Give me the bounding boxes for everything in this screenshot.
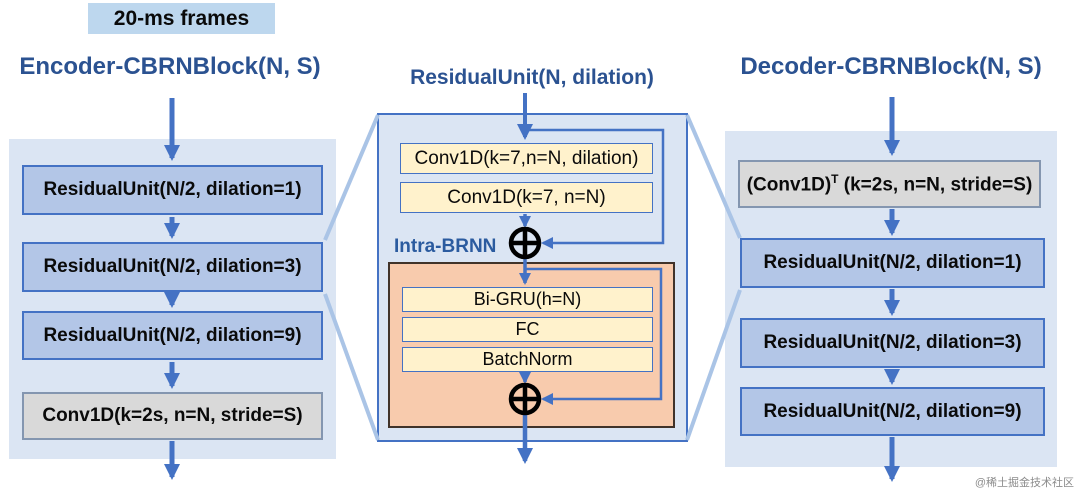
frames-label: 20-ms frames [88,3,275,34]
decoder-residualunit-3-box: ResidualUnit(N/2, dilation=3) [740,318,1045,368]
ru-conv1d-dilation-box: Conv1D(k=7,n=N, dilation) [400,143,653,174]
decoder-residualunit-9-box: ResidualUnit(N/2, dilation=9) [740,387,1045,436]
batchnorm-box: BatchNorm [402,347,653,372]
ru-conv1d-box: Conv1D(k=7, n=N) [400,182,653,213]
watermark: @稀土掘金技术社区 [974,477,1074,489]
decoder-block-title: Decoder-CBRNBlock(N, S) [740,53,1042,80]
encoder-residualunit-1-box: ResidualUnit(N/2, dilation=1) [22,165,323,215]
decoder-transposed-conv1d-box: (Conv1D)T (k=2s, n=N, stride=S) [738,160,1041,208]
encoder-block-title: Encoder-CBRNBlock(N, S) [19,53,321,80]
intra-brnn-label: Intra-BRNN [394,236,497,257]
decoder-residualunit-1-box: ResidualUnit(N/2, dilation=1) [740,238,1045,288]
residual-unit-title: ResidualUnit(N, dilation) [410,66,654,89]
transposed-conv-label: (Conv1D)T (k=2s, n=N, stride=S) [746,171,1033,196]
fc-box: FC [402,317,653,342]
encoder-residualunit-3-box: ResidualUnit(N/2, dilation=3) [22,242,323,292]
encoder-conv1d-box: Conv1D(k=2s, n=N, stride=S) [22,392,323,440]
bigru-box: Bi-GRU(h=N) [402,287,653,312]
encoder-residualunit-9-box: ResidualUnit(N/2, dilation=9) [22,311,323,360]
